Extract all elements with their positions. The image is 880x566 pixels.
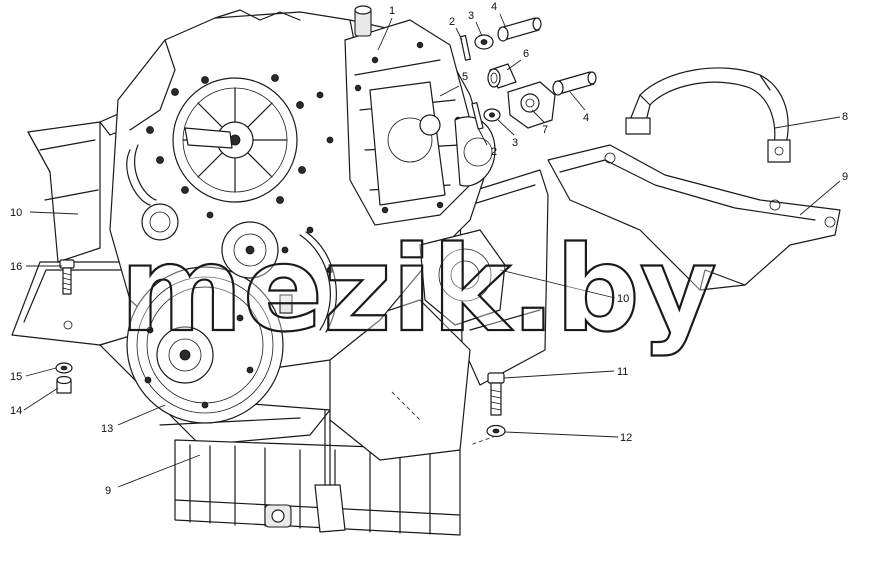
callout-2-lower: 2: [491, 146, 497, 158]
bushing-6: [487, 63, 517, 89]
callout-15: 15: [10, 371, 22, 383]
nut-14: [56, 375, 72, 394]
bolt-4-lower: [552, 71, 597, 96]
callout-10-center: 10: [617, 293, 629, 305]
crankshaft-pulley: [126, 221, 284, 424]
callout-4-lower: 4: [583, 112, 589, 124]
left-shroud-panel: [27, 99, 161, 263]
callout-8: 8: [842, 111, 848, 123]
cover-bolts: [146, 74, 334, 274]
callout-16: 16: [10, 261, 22, 273]
callout-7: 7: [542, 124, 548, 136]
callout-2-upper: 2: [449, 16, 455, 28]
callout-9-left: 9: [105, 485, 111, 497]
support-bracket-9: [547, 144, 841, 291]
callout-14: 14: [10, 405, 22, 417]
callout-5: 5: [462, 71, 468, 83]
callout-9-right: 9: [842, 171, 848, 183]
pump-housing: [344, 5, 496, 226]
washer-3-lower: [483, 108, 501, 122]
bell-housing: [279, 229, 506, 326]
callout-12: 12: [620, 432, 632, 444]
bolt-16: [59, 259, 75, 295]
washer-3-upper: [474, 34, 494, 50]
watermark-text: mezik.by: [120, 220, 717, 358]
callout-11: 11: [617, 366, 628, 378]
callout-1: 1: [389, 5, 395, 17]
washer-12: [486, 424, 506, 438]
bracket-7: [507, 81, 556, 129]
callout-3-upper: 3: [468, 10, 474, 22]
bolt-4-upper: [497, 17, 542, 42]
pin-2-lower: [471, 102, 484, 130]
callout-labels: 1 2 3 4 5 6 7 4 3 2 8 9 10 16 10 15 14 1…: [10, 1, 848, 497]
callout-4-upper: 4: [491, 1, 497, 13]
bolt-11: [487, 372, 505, 416]
pin-2-upper: [459, 35, 472, 61]
leader-lines: [23, 13, 841, 488]
washer-15: [55, 362, 73, 374]
bearing-cap-8: [625, 67, 791, 163]
assembly-guide-line: [469, 435, 497, 446]
callout-6: 6: [523, 48, 529, 60]
callout-13: 13: [101, 423, 113, 435]
callout-10-left: 10: [10, 207, 22, 219]
callout-3-lower: 3: [512, 137, 518, 149]
